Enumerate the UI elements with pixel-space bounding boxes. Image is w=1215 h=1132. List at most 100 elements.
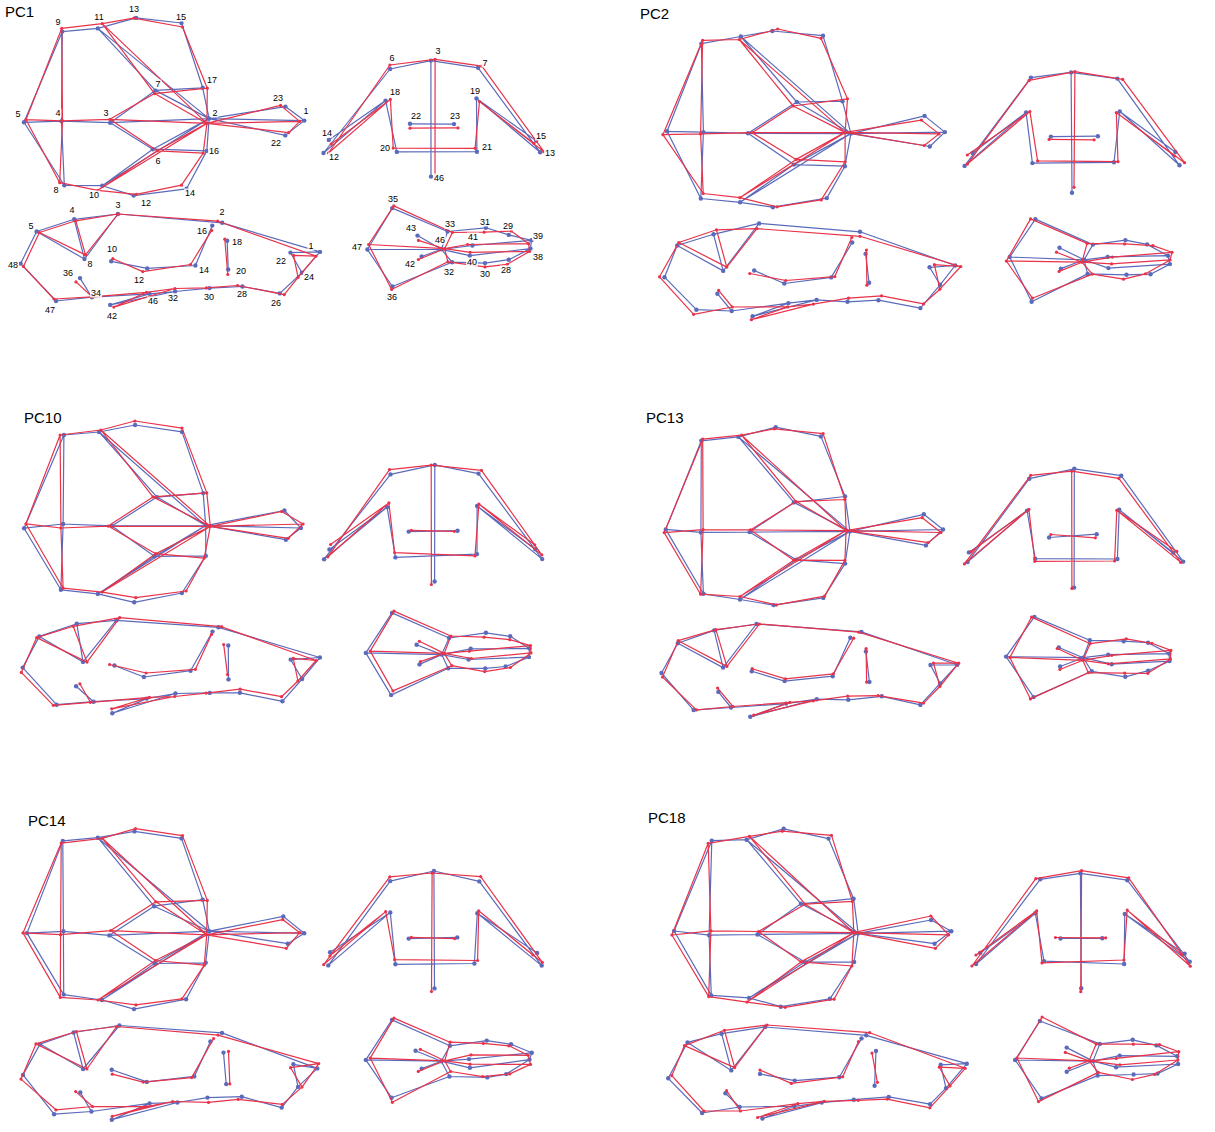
red-landmark [750,131,753,134]
pc-panel [659,425,1185,719]
red-landmark [970,964,973,967]
pc-panel [18,16,545,309]
red-landmark [110,707,113,710]
landmark-number: 6 [154,157,161,166]
blue-landmark [302,931,306,935]
blue-landmark [173,691,177,695]
red-landmark [508,638,511,641]
red-landmark [302,522,305,525]
red-landmark [758,1069,761,1072]
red-landmark [410,529,413,532]
landmark-number: 22 [270,139,282,148]
red-landmark [60,27,63,30]
blue-landmark [795,100,799,104]
red-landmark [1005,259,1008,262]
red-landmark [683,1044,686,1047]
red-landmark [1064,1051,1067,1054]
blue-wireframe [666,427,943,605]
red-landmark [190,1076,193,1079]
red-landmark [868,1031,871,1034]
red-landmark [205,286,208,289]
red-landmark [22,265,25,268]
red-landmark [202,152,205,155]
red-landmark [300,1086,303,1089]
red-landmark [1132,1043,1135,1046]
red-landmark [527,242,530,245]
red-landmark [285,947,288,950]
red-landmark [1173,154,1176,157]
red-landmark [1097,1071,1100,1074]
blue-landmark [730,309,734,313]
red-landmark [717,289,720,292]
blue-landmark [1176,1062,1180,1066]
red-landmark [702,1109,705,1112]
red-landmark [857,631,860,634]
red-landmark [508,1072,511,1075]
red-landmark [1111,256,1114,259]
red-landmark [1170,251,1173,254]
red-landmark [1037,1100,1040,1103]
blue-wireframe [667,31,945,207]
red-landmark [695,708,698,711]
blue-landmark [848,636,852,640]
red-landmark [723,1029,726,1032]
red-landmark [758,622,761,625]
blue-landmark [280,699,284,703]
red-landmark [865,647,868,650]
red-landmark [1125,637,1128,640]
red-landmark [470,657,473,660]
blue-landmark [475,150,479,154]
landmark-number: 18 [389,88,401,97]
red-landmark [185,589,188,592]
red-landmark [466,243,469,246]
red-landmark [748,272,751,275]
red-landmark [509,666,512,669]
red-landmark [740,434,743,437]
red-landmark [91,1105,94,1108]
landmark-number: 15 [535,132,547,141]
red-landmark [1169,649,1172,652]
landmark-number: 6 [388,54,395,63]
red-landmark [540,553,543,556]
red-landmark [775,603,778,606]
landmark-number: 47 [44,306,56,315]
blue-landmark [468,1066,472,1070]
red-wireframe [370,1018,530,1102]
red-landmark [843,498,846,501]
red-landmark [1048,138,1051,141]
blue-landmark [327,138,331,142]
red-landmark [661,675,664,678]
red-landmark [1107,662,1110,665]
red-landmark [210,633,213,636]
red-landmark [1080,869,1083,872]
red-landmark [1034,877,1037,880]
red-landmark [701,438,704,441]
blue-landmark [874,1049,878,1053]
red-landmark [52,704,55,707]
red-landmark [480,469,483,472]
pc-panel [19,827,544,1122]
red-landmark [296,679,299,682]
red-landmark [845,529,848,532]
blue-landmark [393,962,397,966]
red-landmark [156,149,159,152]
blue-landmark [18,261,22,265]
red-landmark [702,192,705,195]
red-landmark [226,673,229,676]
red-landmark [392,147,395,150]
red-landmark [725,1089,728,1092]
red-landmark [749,528,752,531]
red-landmark [886,1098,889,1101]
red-landmark [1110,654,1113,657]
blue-landmark [408,122,412,126]
landmark-number: 1 [307,242,314,251]
landmark-number: 19 [469,87,481,96]
blue-landmark [89,1109,93,1113]
blue-landmark [22,526,26,530]
landmark-number: 3 [434,47,441,56]
red-landmark [823,1100,826,1103]
red-landmark [852,931,855,934]
red-landmark [148,696,151,699]
red-landmark [483,636,486,639]
red-landmark [765,1023,768,1026]
